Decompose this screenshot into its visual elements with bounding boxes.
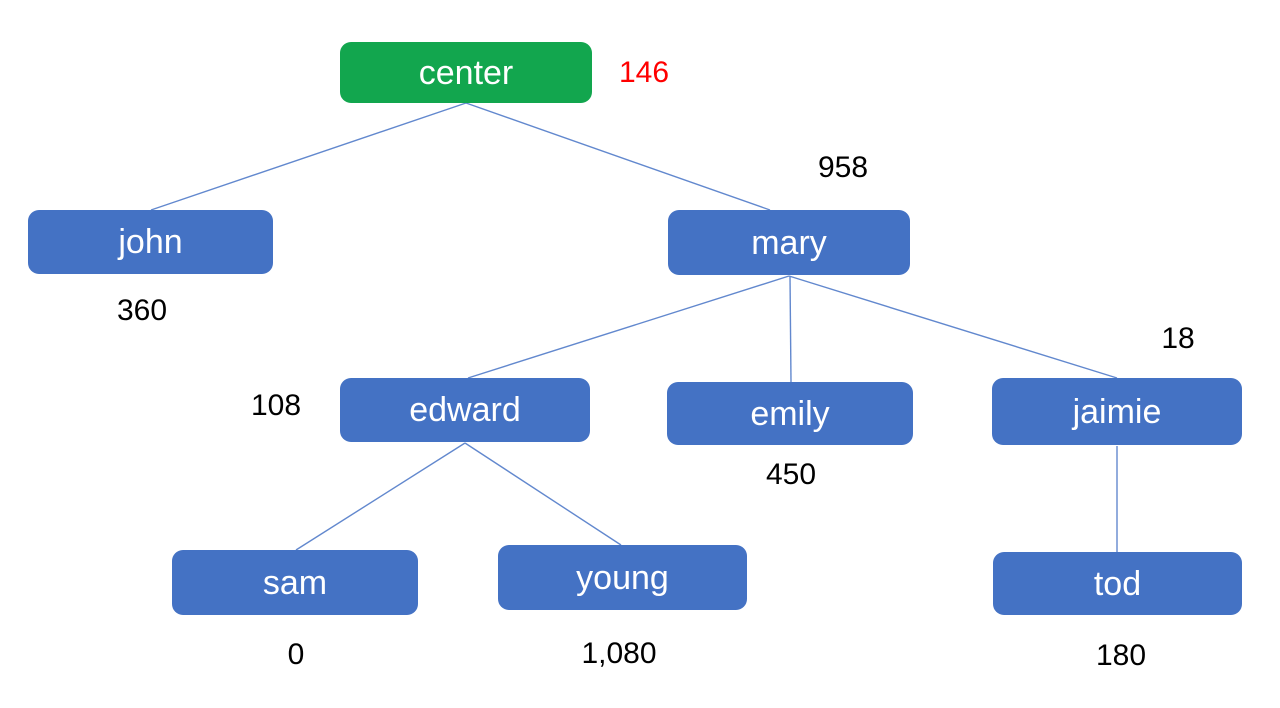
node-mary: mary [668, 210, 910, 275]
connector-mary-edward [467, 275, 790, 379]
node-emily: emily [667, 382, 913, 445]
value-label-john: 360 [116, 294, 168, 327]
value-label-emily: 450 [765, 458, 817, 491]
value-label-young: 1,080 [581, 637, 657, 670]
node-john: john [28, 210, 273, 274]
connector-edward-sam [295, 442, 466, 551]
node-edward-label: edward [409, 391, 521, 429]
value-label-jaimie: 18 [1161, 322, 1195, 355]
node-sam-label: sam [262, 563, 328, 602]
node-tod: tod [993, 552, 1242, 615]
value-label-edward: 108 [250, 389, 302, 422]
node-center: center [340, 42, 592, 103]
node-center-label: center [418, 53, 514, 92]
node-young: young [498, 545, 747, 610]
node-jaimie: jaimie [992, 378, 1242, 445]
node-young-label: young [576, 558, 669, 597]
node-emily-label: emily [750, 394, 830, 433]
connector-edward-young [464, 442, 622, 546]
connector-mary-jaimie [788, 275, 1118, 379]
value-label-mary: 958 [817, 151, 869, 184]
value-label-sam: 0 [287, 638, 305, 671]
connector-center-john [150, 102, 467, 211]
connector-center-mary [465, 102, 771, 211]
node-jaimie-label: jaimie [1072, 392, 1162, 431]
connector-mary-emily [789, 275, 792, 383]
node-edward: edward [340, 378, 590, 442]
value-label-tod: 180 [1095, 639, 1147, 672]
node-mary-label: mary [751, 223, 827, 262]
node-sam: sam [172, 550, 418, 615]
value-label-center: 146 [618, 56, 670, 89]
node-tod-label: tod [1093, 564, 1142, 603]
node-john-label: john [118, 223, 183, 261]
